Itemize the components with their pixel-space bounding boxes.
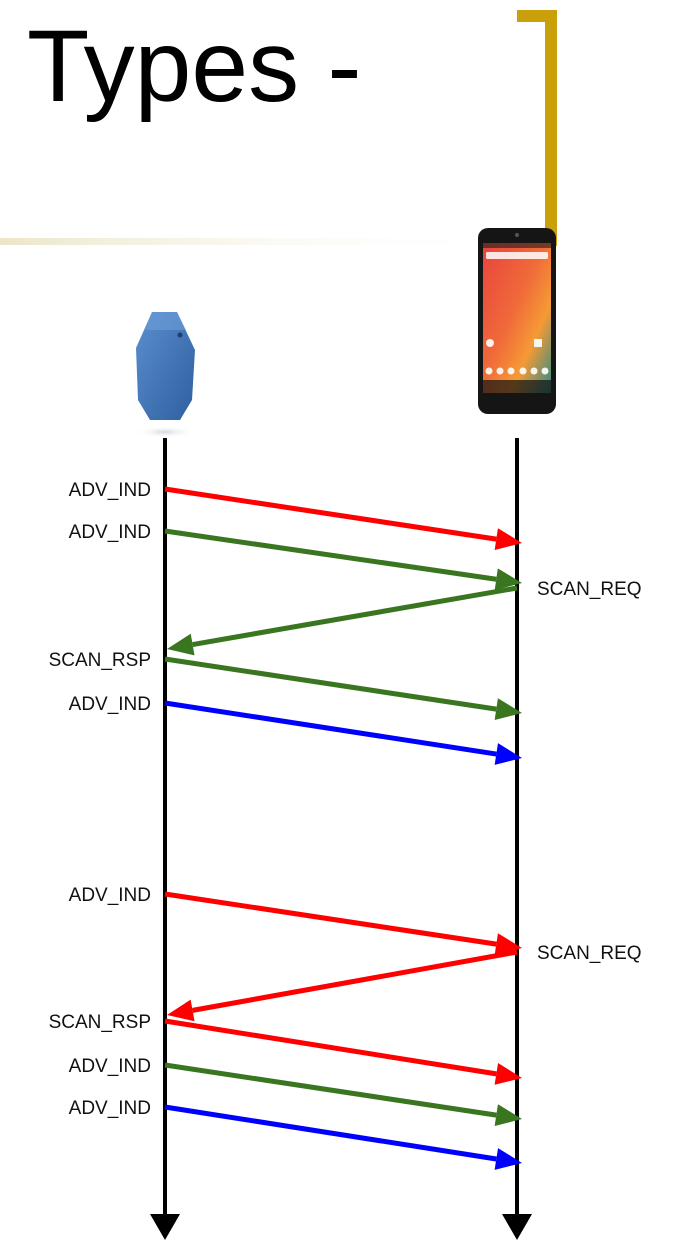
message-arrow-line xyxy=(192,585,518,647)
message-label: ADV_IND xyxy=(69,694,151,715)
message-arrowhead xyxy=(494,1104,522,1126)
message-arrow-line xyxy=(192,949,518,1013)
message-arrow-line xyxy=(164,700,497,757)
message-label: SCAN_REQ xyxy=(537,579,642,600)
smartphone-icon xyxy=(478,228,556,414)
message-label: SCAN_RSP xyxy=(49,650,151,671)
message-arrowhead xyxy=(494,528,522,550)
message-arrow-line xyxy=(164,486,497,542)
message-arrow xyxy=(164,656,522,720)
message-arrow xyxy=(164,1018,522,1085)
message-arrow xyxy=(164,891,522,955)
message-label: ADV_IND xyxy=(69,1098,151,1119)
message-label: ADV_IND xyxy=(69,1056,151,1077)
message-arrow xyxy=(164,700,522,765)
phone-lifeline-arrowhead xyxy=(502,1214,532,1240)
message-arrow xyxy=(167,949,518,1022)
message-arrowhead xyxy=(494,743,522,765)
message-arrowhead xyxy=(494,1148,522,1170)
message-arrowhead xyxy=(167,999,195,1022)
message-label: ADV_IND xyxy=(69,480,151,501)
message-arrow-line xyxy=(164,891,497,947)
message-arrow xyxy=(164,528,522,591)
message-arrow-line xyxy=(164,528,497,582)
message-arrow-line xyxy=(164,1062,497,1118)
beacon-icon xyxy=(135,312,195,438)
message-arrowhead xyxy=(494,1063,522,1085)
message-arrow xyxy=(164,1104,522,1170)
accent-bar-vertical xyxy=(545,10,557,246)
message-label: SCAN_REQ xyxy=(537,943,642,964)
message-arrow xyxy=(164,486,522,550)
message-arrow-line xyxy=(164,1104,497,1162)
message-arrow-line xyxy=(164,1018,497,1077)
title-divider xyxy=(0,238,520,245)
message-arrow xyxy=(164,1062,522,1126)
messages-layer: ADV_IND ADV_IND SCAN_REQ SCAN_RSP ADV_IND ADV… xyxy=(49,480,642,1170)
message-arrowhead xyxy=(494,698,522,720)
message-label: ADV_IND xyxy=(69,522,151,543)
message-arrow xyxy=(167,585,518,656)
message-label: SCAN_RSP xyxy=(49,1012,151,1033)
message-arrow-line xyxy=(164,656,497,712)
page-title: Types - xyxy=(27,9,362,123)
message-arrowhead xyxy=(494,933,522,955)
message-arrowhead xyxy=(494,568,522,591)
message-arrowhead xyxy=(167,633,195,656)
beacon-lifeline-arrowhead xyxy=(150,1214,180,1240)
message-label: ADV_IND xyxy=(69,885,151,906)
